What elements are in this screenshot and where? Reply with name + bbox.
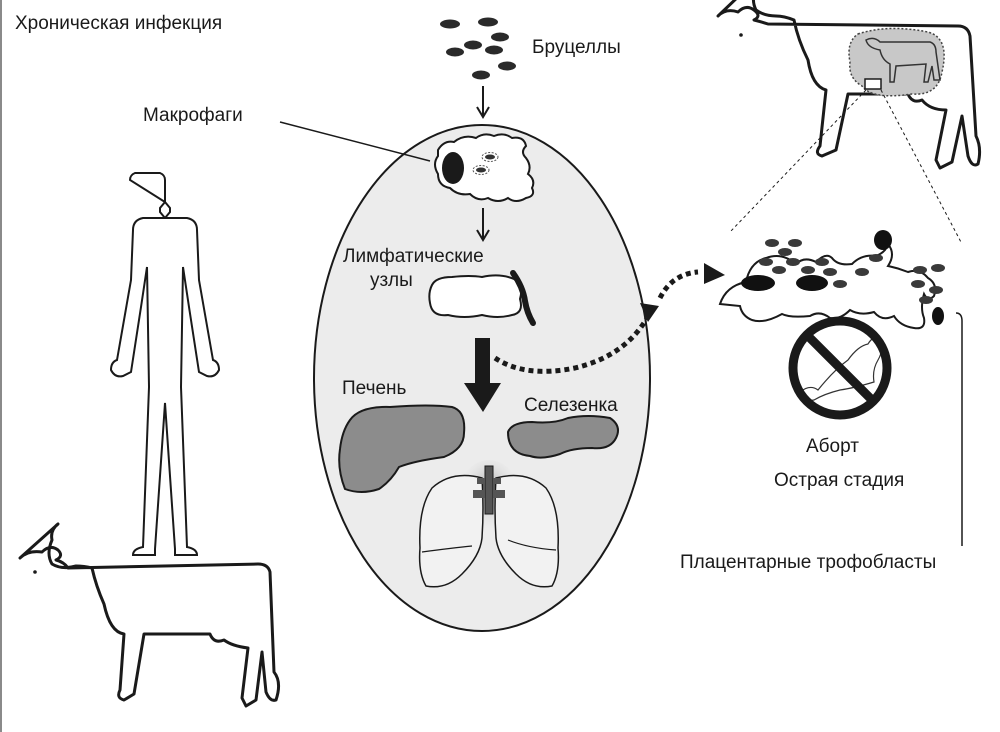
macrophage-pointer-line bbox=[279, 121, 431, 162]
abortion-label: Аборт bbox=[806, 436, 859, 457]
image-left-border bbox=[0, 0, 2, 732]
arrow-to-lymph-nodes bbox=[476, 208, 490, 242]
big-down-arrow bbox=[464, 338, 501, 412]
placental-trophoblasts-label: Плацентарные трофобласты bbox=[680, 552, 937, 573]
lymph-nodes-label-line2: узлы bbox=[370, 270, 413, 291]
spleen-icon bbox=[506, 415, 619, 459]
zoom-line-left bbox=[729, 89, 867, 233]
lymph-node-icon bbox=[428, 270, 536, 326]
lymph-nodes-label-line1: Лимфатические bbox=[343, 246, 484, 267]
macrophage-icon bbox=[434, 133, 535, 202]
no-abortion-icon bbox=[788, 316, 892, 420]
chronic-infection-title: Хроническая инфекция bbox=[15, 13, 223, 34]
trophoblast-leader-line bbox=[955, 312, 963, 546]
pregnant-cow-icon bbox=[716, 0, 982, 170]
zoom-line-right bbox=[880, 89, 963, 245]
dotted-arrow-to-placenta bbox=[493, 263, 725, 374]
liver-label: Печень bbox=[342, 378, 407, 399]
brucella-label: Бруцеллы bbox=[532, 37, 621, 58]
human-figure-icon bbox=[109, 172, 221, 556]
arrow-to-macrophage bbox=[476, 86, 490, 119]
liver-icon bbox=[338, 404, 466, 493]
trophoblast-cells-icon bbox=[718, 230, 945, 330]
acute-stage-label: Острая стадия bbox=[774, 470, 905, 491]
macrophages-label: Макрофаги bbox=[143, 105, 243, 126]
spleen-label: Селезенка bbox=[524, 395, 618, 416]
brucella-bacteria-icon bbox=[440, 17, 516, 80]
cow-icon bbox=[18, 522, 281, 708]
lungs-icon bbox=[418, 460, 560, 588]
